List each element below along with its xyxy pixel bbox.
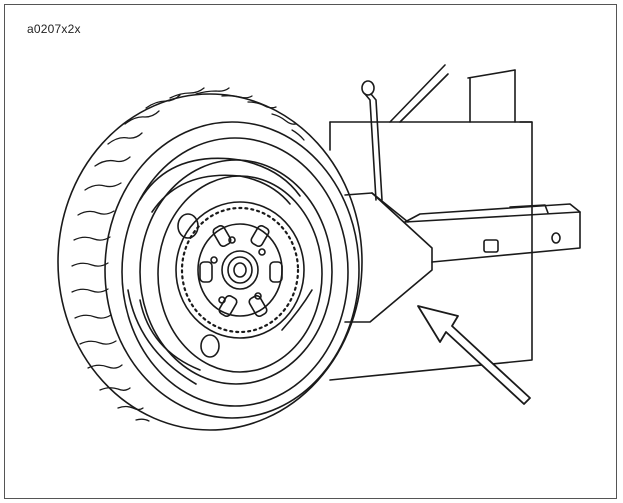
tire: [57, 93, 363, 431]
tire-tread: [71, 87, 305, 422]
figure-id-label: a0207x2x: [27, 22, 81, 36]
wheel-hub: [210, 236, 266, 304]
background-frame: [329, 64, 533, 381]
lever: [361, 80, 383, 201]
wheel-rim: [127, 157, 333, 385]
brake-disc: [175, 201, 305, 339]
swingarm-housing: [344, 192, 433, 323]
callout-arrow: [417, 305, 531, 405]
swingarm: [404, 203, 581, 263]
